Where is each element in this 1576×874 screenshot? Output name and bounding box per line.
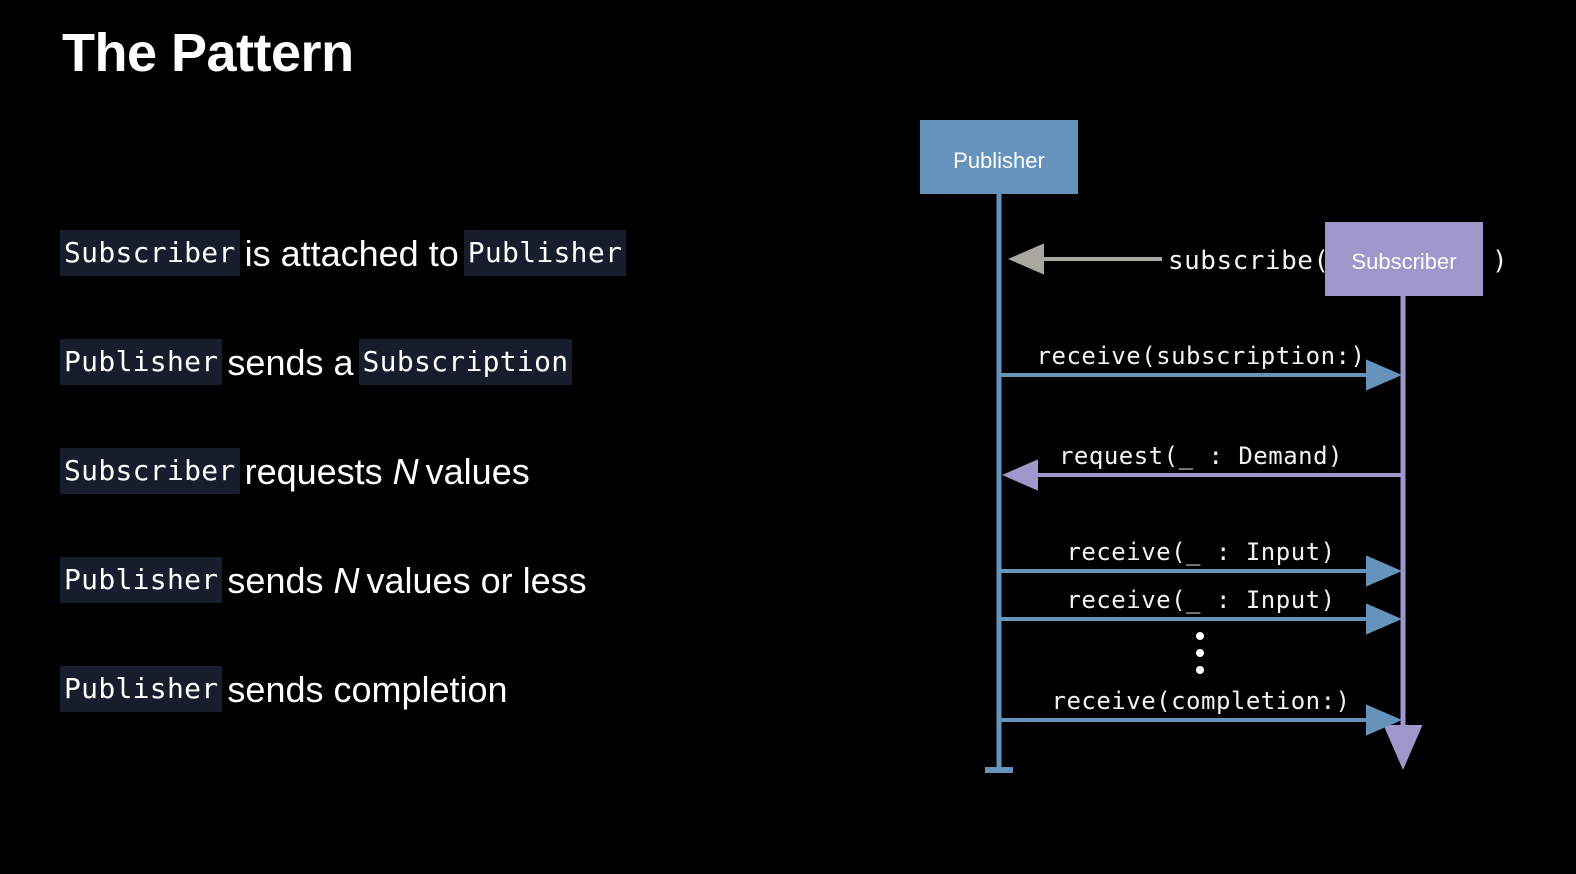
bullet-text: is attached to bbox=[244, 233, 459, 274]
code-token: Subscriber bbox=[60, 448, 240, 494]
message-receive-completion: receive(completion:) bbox=[999, 687, 1402, 736]
vertical-ellipsis-icon bbox=[1196, 632, 1204, 674]
subscribe-suffix-label: ) bbox=[1492, 246, 1508, 276]
bullet-text: sends bbox=[227, 560, 324, 601]
publisher-box bbox=[920, 120, 1078, 194]
code-token: Publisher bbox=[463, 230, 627, 276]
publisher-box-label: Publisher bbox=[953, 148, 1045, 173]
bullet-text: requests bbox=[244, 451, 383, 492]
bullet-text: sends a bbox=[227, 342, 354, 383]
code-token: Publisher bbox=[60, 557, 223, 603]
message-label: receive(_ : Input) bbox=[1066, 586, 1335, 614]
bullet-emphasis: N bbox=[392, 451, 419, 492]
bullet-text: sends completion bbox=[227, 669, 508, 710]
lane-publisher: Publisher bbox=[920, 120, 1078, 773]
message-label: receive(_ : Input) bbox=[1066, 538, 1335, 566]
code-token: Publisher bbox=[60, 339, 223, 385]
message-receive-subscription: receive(subscription:) bbox=[999, 342, 1402, 391]
bullet-text-tail: values or less bbox=[366, 560, 587, 601]
page-title: The Pattern bbox=[62, 23, 354, 83]
bullet-text-tail: values bbox=[425, 451, 530, 492]
sequence-diagram: Publisher subscribe( Subscriber ) receiv… bbox=[900, 100, 1576, 810]
message-receive-input-1: receive(_ : Input) bbox=[999, 538, 1402, 587]
message-label: request(_ : Demand) bbox=[1059, 442, 1343, 470]
code-token: Subscriber bbox=[60, 230, 240, 276]
message-label: receive(completion:) bbox=[1052, 687, 1351, 715]
code-token: Subscription bbox=[358, 339, 573, 385]
subscriber-box-label: Subscriber bbox=[1351, 249, 1456, 274]
message-receive-input-2: receive(_ : Input) bbox=[999, 586, 1402, 635]
bullet-emphasis: N bbox=[333, 560, 360, 601]
code-token: Publisher bbox=[60, 666, 223, 712]
subscriber-box bbox=[1325, 222, 1483, 296]
subscribe-call: subscribe( Subscriber ) bbox=[1008, 222, 1508, 296]
message-label: receive(subscription:) bbox=[1037, 342, 1366, 370]
subscribe-prefix-label: subscribe( bbox=[1168, 246, 1330, 276]
message-request-demand: request(_ : Demand) bbox=[1002, 442, 1403, 491]
